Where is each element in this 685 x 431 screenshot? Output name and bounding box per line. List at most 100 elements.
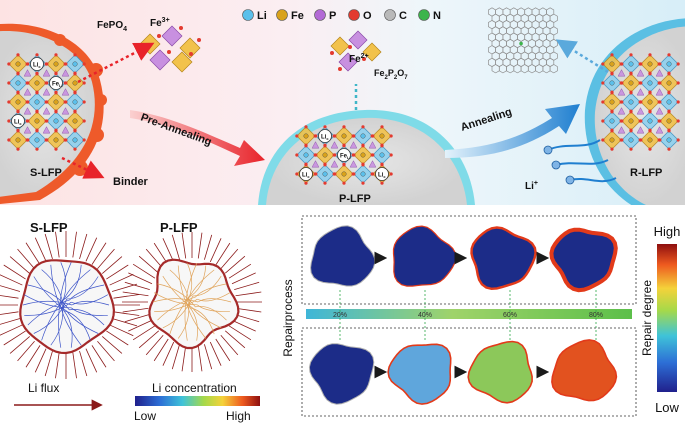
flux-line bbox=[197, 345, 203, 372]
streamline bbox=[69, 284, 105, 301]
phosphate-tetrahedron bbox=[655, 69, 664, 77]
li-atom bbox=[322, 171, 328, 177]
flux-line bbox=[224, 255, 246, 274]
o-atom bbox=[54, 147, 58, 151]
n-dopant bbox=[519, 41, 523, 46]
li-atom bbox=[53, 118, 59, 124]
o-atom bbox=[82, 100, 86, 104]
repair-degree-label: Repair degree bbox=[640, 280, 654, 356]
repair-row-1 bbox=[310, 225, 618, 293]
o-atom bbox=[35, 53, 39, 57]
phosphate-tetrahedron bbox=[636, 88, 645, 96]
streamline bbox=[71, 300, 110, 306]
o-atom bbox=[342, 125, 346, 129]
li-atom bbox=[666, 99, 672, 105]
o-atom bbox=[7, 138, 11, 142]
o-atom bbox=[342, 181, 346, 185]
phosphate-tetrahedron bbox=[368, 160, 377, 168]
flux-line bbox=[124, 314, 150, 323]
streamline bbox=[185, 263, 198, 301]
o-atom bbox=[45, 100, 49, 104]
fe-atom bbox=[34, 118, 40, 124]
streamline bbox=[154, 298, 198, 312]
o-atom bbox=[658, 81, 662, 85]
o-atom bbox=[676, 119, 680, 123]
o-atom bbox=[16, 91, 20, 95]
fe-atom bbox=[628, 118, 634, 124]
o-atom bbox=[304, 181, 308, 185]
flux-line bbox=[204, 344, 213, 370]
o-atom bbox=[389, 134, 393, 138]
legend-label-c: C bbox=[399, 10, 407, 22]
legend-swatch-li bbox=[242, 9, 254, 21]
fe-atom bbox=[666, 80, 672, 86]
pre-annealing-arrow bbox=[130, 110, 265, 166]
o-atom bbox=[352, 172, 356, 176]
vacancy-site bbox=[337, 148, 351, 162]
flux-line bbox=[106, 330, 129, 346]
fe-atom bbox=[34, 80, 40, 86]
flux-line bbox=[128, 272, 153, 285]
fe-atom bbox=[53, 137, 59, 143]
phosphate-tetrahedron bbox=[61, 69, 70, 77]
polyhedron bbox=[171, 51, 193, 73]
o-atom bbox=[35, 72, 39, 76]
o-atom bbox=[676, 100, 680, 104]
o-atom bbox=[601, 100, 605, 104]
annealing-arrow bbox=[445, 104, 580, 158]
o-atom bbox=[629, 147, 633, 151]
legend-swatch-p bbox=[314, 9, 326, 21]
legend-swatch-fe bbox=[276, 9, 288, 21]
o-atom bbox=[82, 119, 86, 123]
o-atom bbox=[380, 144, 384, 148]
o-atom bbox=[64, 119, 68, 123]
li-atom bbox=[609, 80, 615, 86]
streamline bbox=[66, 310, 99, 334]
o-atom bbox=[323, 144, 327, 148]
fepo4-cluster bbox=[139, 25, 201, 73]
fe-atom bbox=[647, 137, 653, 143]
o-atom bbox=[45, 138, 49, 142]
o-atom bbox=[639, 81, 643, 85]
o-atom bbox=[45, 81, 49, 85]
o-atom bbox=[348, 45, 352, 49]
repair-degree-colorbar bbox=[657, 244, 677, 392]
site-label: Lic bbox=[14, 120, 22, 127]
flux-line bbox=[209, 238, 222, 263]
phosphate-tetrahedron bbox=[655, 88, 664, 96]
o-atom bbox=[295, 153, 299, 157]
streamline bbox=[162, 295, 194, 329]
o-atom bbox=[54, 53, 58, 57]
o-atom bbox=[629, 53, 633, 57]
repair-particle-row1 bbox=[310, 225, 376, 287]
fe-atom bbox=[303, 133, 309, 139]
p-lfp-flux-simulation bbox=[122, 232, 262, 372]
o-atom bbox=[16, 110, 20, 114]
o-atom bbox=[197, 38, 201, 42]
progress-mark-label: 60% bbox=[503, 312, 517, 319]
flux-line bbox=[55, 352, 60, 379]
o-atom bbox=[676, 81, 680, 85]
o-atom bbox=[648, 129, 652, 133]
phosphate-tetrahedron bbox=[42, 88, 51, 96]
fe-atom bbox=[322, 152, 328, 158]
flux-line bbox=[235, 307, 262, 313]
flux-line bbox=[106, 264, 129, 280]
repair-particle-row2 bbox=[467, 340, 533, 404]
fe-atom bbox=[628, 80, 634, 86]
flux-line bbox=[79, 350, 88, 377]
li-concentration-title: Li concentration bbox=[152, 381, 237, 395]
vacancy-site bbox=[49, 76, 63, 90]
o-atom bbox=[658, 119, 662, 123]
o-atom bbox=[73, 53, 77, 57]
li-atom bbox=[666, 61, 672, 67]
streamline bbox=[192, 307, 222, 329]
repair-particle-row1 bbox=[470, 226, 537, 291]
li-atom bbox=[303, 152, 309, 158]
o-atom bbox=[304, 163, 308, 167]
binder-bump bbox=[54, 34, 66, 46]
flux-line bbox=[209, 341, 222, 366]
fe2p2o7-cluster bbox=[330, 30, 382, 72]
r-lfp-crystal bbox=[601, 53, 680, 151]
